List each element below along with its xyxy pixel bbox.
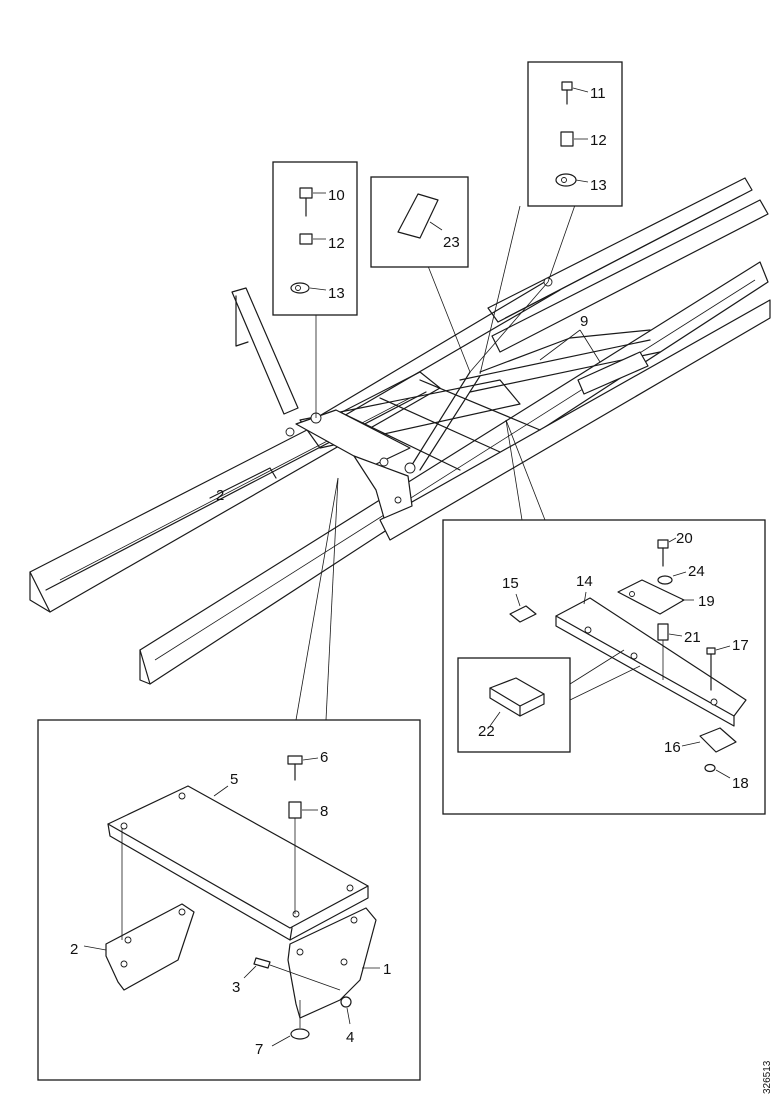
callout-3: 3	[232, 979, 240, 996]
leader-lines	[295, 204, 601, 721]
callout-8: 8	[320, 803, 328, 820]
callout-6: 6	[320, 749, 328, 766]
callout-7: 7	[255, 1041, 263, 1058]
callout-15: 15	[502, 575, 519, 592]
detail-box-bracket-assembly	[37, 719, 421, 1081]
callout-13-right: 13	[590, 177, 607, 194]
callout-1: 1	[383, 961, 391, 978]
callout-18: 18	[732, 775, 749, 792]
callout-21: 21	[684, 629, 701, 646]
callout-5: 5	[230, 771, 238, 788]
callout-12-left: 12	[328, 235, 345, 252]
detail-box-pad-23	[370, 176, 469, 268]
callout-10: 10	[328, 187, 345, 204]
document-reference: 326513	[762, 1060, 773, 1094]
callout-23: 23	[443, 234, 460, 251]
callout-24: 24	[688, 563, 705, 580]
callout-20: 20	[676, 530, 693, 547]
callout-14: 14	[576, 573, 593, 590]
callout-19: 19	[698, 593, 715, 610]
detail-box-bolt-11	[527, 61, 623, 207]
callout-16: 16	[664, 739, 681, 756]
callout-2-frame: 2	[216, 487, 224, 504]
callout-12-right: 12	[590, 132, 607, 149]
callout-4: 4	[346, 1029, 354, 1046]
callout-labels: 10 12 13 23 11 12 13 9 2 6 5 8 2 1 3 4 7	[70, 85, 749, 1058]
callout-2: 2	[70, 941, 78, 958]
detail-box-bolt-10	[272, 161, 358, 316]
callout-17: 17	[732, 637, 749, 654]
callout-13-left: 13	[328, 285, 345, 302]
callout-9: 9	[580, 313, 588, 330]
callout-22: 22	[478, 723, 495, 740]
callout-11: 11	[590, 85, 606, 102]
detail-box-rail-assembly	[442, 519, 766, 815]
